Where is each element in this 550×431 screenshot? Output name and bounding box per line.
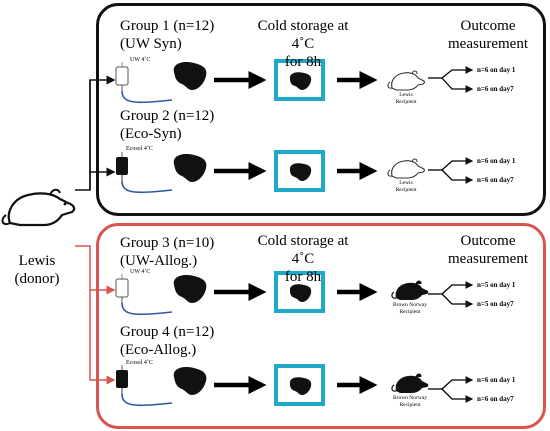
iv-bag-icon (116, 152, 173, 194)
outcome-day1: n=6 on day 1 (477, 157, 516, 165)
group-4-title: Group 4 (n=12) (Eco-Allog.) (120, 323, 214, 359)
storage-header-line2: for 8h (284, 54, 322, 70)
iv-bag-icon (115, 62, 173, 104)
outcome-day7: n=6 on day7 (477, 85, 514, 93)
syngeneic-group-box (96, 3, 546, 216)
iv-bag-icon (116, 365, 173, 407)
recipient-line1: Lewis (399, 92, 413, 98)
group-title-line: Group 1 (n=12) (120, 18, 215, 34)
liver-icon (173, 367, 207, 395)
group-1-title: Group 1 (n=12) (UW Syn) (120, 17, 214, 53)
brown-norway-recipient-icon (391, 280, 429, 300)
outcome-day7: n=5 on day7 (477, 300, 514, 308)
outcome-day7: n=6 on day7 (477, 395, 514, 403)
outcome-fork (428, 66, 474, 93)
donor-label: Lewis (donor) (2, 252, 72, 288)
outcome-fork (428, 281, 474, 308)
group-subtitle-line: (Eco-Allog.) (120, 342, 197, 358)
solution-label: Ecosol 4˚C (126, 360, 153, 366)
donor-line2: (donor) (14, 271, 60, 287)
outcome-header-line1: Outcome (460, 18, 516, 34)
recipient-line2: Recipient (395, 186, 417, 193)
outcome-fork (428, 376, 474, 403)
iv-bag-icon (115, 274, 173, 316)
cold-storage-box (274, 364, 325, 406)
recipient-label: Lewis Recipient (384, 180, 428, 193)
liver-icon (173, 62, 207, 90)
recipient-line1: Brown Norway (392, 302, 428, 308)
outcome-day1: n=6 on day 1 (477, 376, 516, 384)
recipient-label: Brown Norway Recipient (382, 395, 438, 408)
solution-label: UW 4˚C (130, 269, 151, 275)
outcome-header-syn: Outcome measurement (436, 17, 540, 53)
recipient-line2: Recipient (395, 98, 417, 105)
recipient-line2: Recipient (399, 308, 421, 315)
lewis-recipient-icon (387, 158, 425, 179)
outcome-header-line2: measurement (448, 36, 528, 52)
cold-storage-header-allo: Cold storage at 4˚C for 8h (250, 232, 356, 286)
outcome-header-line2: measurement (448, 251, 528, 267)
outcome-header-allo: Outcome measurement (436, 232, 540, 268)
group-title-line: Group 4 (n=12) (120, 324, 215, 340)
group-subtitle-line: (Eco-Syn) (120, 126, 182, 142)
recipient-label: Lewis Recipient (384, 92, 428, 105)
outcome-day1: n=6 on day 1 (477, 66, 516, 74)
allogeneic-group-box (96, 223, 546, 429)
storage-header-line2: for 8h (284, 269, 322, 285)
liver-icon (173, 275, 207, 303)
recipient-line1: Brown Norway (392, 395, 428, 401)
outcome-header-line1: Outcome (460, 233, 516, 249)
allo-bracket (75, 245, 116, 385)
donor-line1: Lewis (18, 253, 56, 269)
recipient-label: Brown Norway Recipient (382, 302, 438, 315)
recipient-line2: Recipient (399, 401, 421, 408)
outcome-day7: n=6 on day7 (477, 176, 514, 184)
group-2-title: Group 2 (n=12) (Eco-Syn) (120, 107, 214, 143)
storage-header-line1: Cold storage at 4˚C (257, 233, 349, 267)
group-3-title: Group 3 (n=10) (UW-Allog.) (120, 234, 214, 270)
recipient-line1: Lewis (399, 180, 413, 186)
group-subtitle-line: (UW-Allog.) (120, 253, 198, 269)
brown-norway-recipient-icon (391, 373, 429, 393)
storage-header-line1: Cold storage at 4˚C (257, 18, 349, 52)
liver-icon (173, 154, 207, 182)
group-title-line: Group 3 (n=10) (120, 235, 215, 251)
syn-bracket (75, 75, 116, 191)
solution-label: Ecosol 4˚C (126, 146, 153, 152)
cold-storage-box (274, 271, 325, 313)
cold-storage-box (274, 59, 325, 101)
cold-storage-box (274, 150, 325, 192)
donor-rat-icon (1, 188, 76, 227)
group-title-line: Group 2 (n=12) (120, 108, 215, 124)
group-subtitle-line: (UW Syn) (120, 36, 182, 52)
solution-label: UW 4˚C (130, 57, 151, 63)
cold-storage-header-syn: Cold storage at 4˚C for 8h (250, 17, 356, 71)
outcome-day1: n=5 on day 1 (477, 281, 516, 289)
outcome-fork (428, 157, 474, 184)
lewis-recipient-icon (387, 70, 425, 91)
